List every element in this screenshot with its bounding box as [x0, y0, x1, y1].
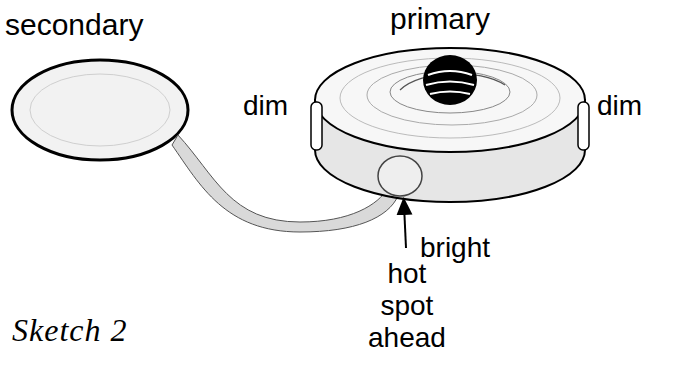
brightness-label: bright [420, 232, 490, 264]
primary-star [423, 55, 477, 105]
pointer-arrow [404, 205, 406, 248]
brightness-label: dim [243, 90, 288, 122]
hot-spot-label: hot spot ahead [368, 258, 446, 355]
secondary-star [12, 60, 188, 160]
brightness-label: dim [597, 90, 642, 122]
dim-patch [578, 102, 589, 150]
star-label: secondary [5, 8, 143, 43]
dim-patch [311, 102, 322, 150]
sketch-caption: Sketch 2 [12, 312, 128, 349]
hot-spot [378, 156, 422, 196]
star-label: primary [390, 2, 490, 37]
accretion-disk [315, 48, 585, 152]
